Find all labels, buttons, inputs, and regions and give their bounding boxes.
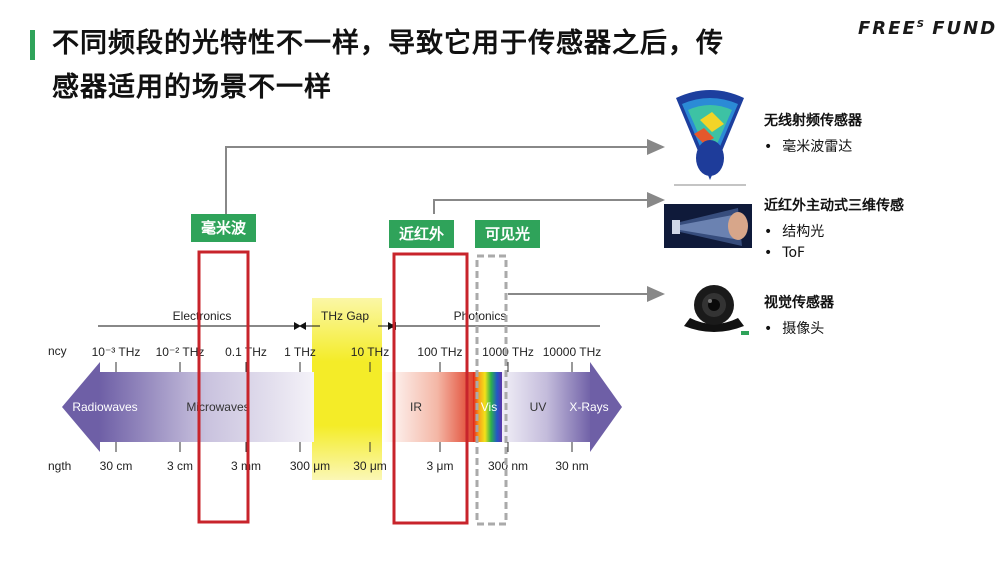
ir-band [382, 372, 474, 442]
freq-row-label: ncy [48, 344, 67, 358]
band-label-x-rays: X-Rays [569, 400, 608, 414]
frequency-ticks: 10⁻³ THz 10⁻² THz 0.1 THz 1 THz 10 THz 100 TH… [92, 345, 602, 359]
sensor-rf-item: 毫米波雷达 [764, 136, 862, 156]
wave-row-label: ngth [48, 459, 71, 473]
sensor-nir: 近红外主动式三维传感 结构光 ToF [764, 195, 904, 261]
visible-highlight-box [475, 254, 508, 526]
logo-tail: FUND [932, 18, 998, 39]
band-label-ir: IR [410, 400, 422, 414]
mmwave-connector [225, 139, 665, 214]
logo-sup: S [916, 19, 924, 30]
page-title: 不同频段的光特性不一样，导致它用于传感器之后，传感器适用的场景不一样 [52, 28, 724, 103]
logo: FREES FUND [858, 18, 997, 39]
sensor-rf: 无线射频传感器 毫米波雷达 [764, 110, 862, 156]
freq-tick-label: 1000 THz [482, 345, 534, 359]
wave-tick-label: 3 mm [231, 459, 261, 473]
sensor-nir-title: 近红外主动式三维传感 [764, 198, 904, 214]
wave-tick-label: 3 cm [167, 459, 193, 473]
spectrum-right-band [502, 372, 592, 442]
region-thz-gap: THz Gap [321, 309, 369, 323]
nir-highlight-box [392, 252, 469, 525]
tick-lines [115, 362, 573, 452]
sensor-nir-item-1: 结构光 [764, 221, 904, 241]
wave-tick-label: 3 μm [427, 459, 454, 473]
band-label-microwaves: Microwaves [186, 400, 249, 414]
freq-tick-label: 10000 THz [543, 345, 601, 359]
wave-tick-label: 30 cm [100, 459, 133, 473]
tag-mmwave: 毫米波 [191, 214, 257, 242]
title-accent-bar [30, 30, 35, 60]
freq-tick-label: 1 THz [284, 345, 316, 359]
region-electronics: Electronics [173, 309, 232, 323]
band-label-vis: Vis [481, 400, 497, 414]
mmwave-highlight-box [197, 250, 250, 524]
spectrum-left-band [99, 372, 314, 442]
band-labels: Radiowaves Microwaves IR Vis UV X-Rays [72, 400, 608, 414]
tag-nir: 近红外 [389, 220, 455, 248]
band-label-uv: UV [530, 400, 547, 414]
sensor-vision-title: 视觉传感器 [764, 295, 834, 311]
wave-tick-label: 300 nm [488, 459, 528, 473]
band-label-radiowaves: Radiowaves [72, 400, 137, 414]
region-photonics: Photonics [454, 309, 507, 323]
freq-tick-label: 10⁻² THz [156, 345, 205, 359]
wave-tick-label: 30 μm [353, 459, 387, 473]
freq-tick-label: 0.1 THz [225, 345, 267, 359]
sensor-rf-title: 无线射频传感器 [764, 113, 862, 129]
spectrum-right-arrowhead [590, 362, 622, 452]
sensor-vision-item: 摄像头 [764, 318, 834, 338]
freq-tick-label: 10⁻³ THz [92, 345, 141, 359]
radar-heatmap-icon [672, 85, 748, 186]
sensor-vision: 视觉传感器 摄像头 [764, 292, 834, 338]
nir-connector [433, 192, 665, 214]
sensor-nir-item-2: ToF [764, 245, 904, 261]
tag-visible: 可见光 [475, 220, 541, 248]
wave-tick-label: 30 nm [555, 459, 588, 473]
face-scan-icon [664, 204, 752, 248]
freq-tick-label: 10 THz [351, 345, 389, 359]
spectrum-left-arrowhead [62, 362, 100, 452]
freq-tick-label: 100 THz [417, 345, 462, 359]
camera-icon [684, 285, 749, 335]
wavelength-ticks: 30 cm 3 cm 3 mm 300 μm 30 μm 3 μm 300 nm 30 nm [100, 459, 589, 473]
wave-tick-label: 300 μm [290, 459, 330, 473]
logo-main: FREE [858, 18, 917, 39]
thz-gap-band [312, 298, 382, 480]
